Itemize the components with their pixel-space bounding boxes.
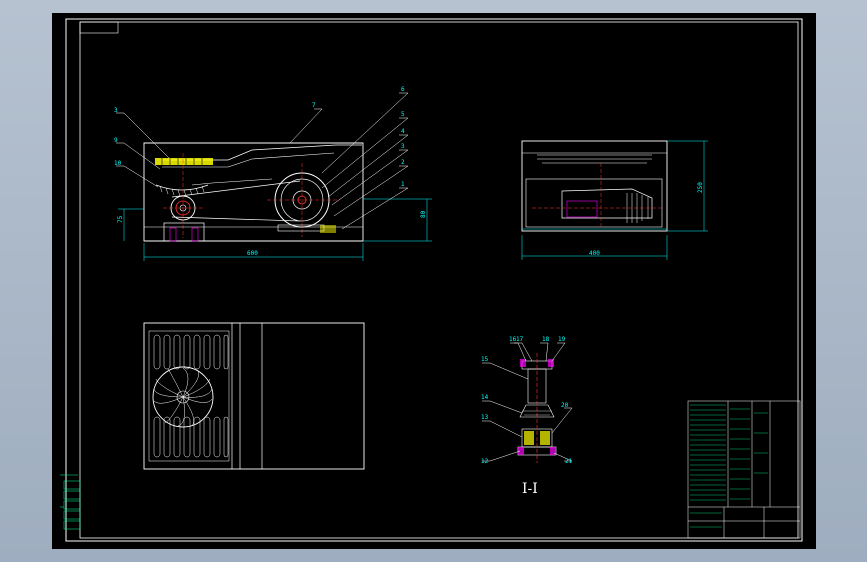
callout-2: 2: [401, 159, 405, 166]
callout-17: 17: [516, 336, 524, 343]
callout-18: 18: [542, 336, 550, 343]
cad-viewport[interactable]: 600 75 80 3 9 10 7 6 5 4 3 2 1: [52, 13, 816, 549]
section-title: I-I: [522, 481, 538, 497]
callout-3-left: 3: [114, 107, 118, 114]
drawing-sheet: 600 75 80 3 9 10 7 6 5 4 3 2 1: [60, 18, 803, 542]
callout-3-right: 3: [401, 143, 405, 150]
outer-frame: [65, 18, 803, 542]
revision-block: [60, 474, 81, 530]
callout-4: 4: [401, 128, 405, 135]
dim-side-height: 250: [697, 182, 704, 193]
callout-7: 7: [312, 102, 316, 109]
callout-6: 6: [401, 86, 405, 93]
callout-9: 9: [114, 137, 118, 144]
callout-13: 13: [481, 414, 489, 421]
front-view[interactable]: 600 75 80 3 9 10 7 6 5 4 3 2 1: [114, 86, 432, 261]
callout-15: 15: [481, 356, 489, 363]
callout-5: 5: [401, 111, 405, 118]
callout-14: 14: [481, 394, 489, 401]
yellow-component: [155, 158, 213, 165]
dim-front-right-height: 80: [420, 210, 427, 218]
callout-16: 16: [509, 336, 517, 343]
side-view[interactable]: 400 250: [521, 140, 708, 260]
callout-1: 1: [401, 181, 405, 188]
dim-side-width: 400: [589, 250, 600, 257]
parts-list-rows: [690, 404, 768, 528]
section-view[interactable]: 16 17 15 14 13 12 18 19 20 21 I-I: [481, 336, 573, 497]
callout-21: 21: [565, 458, 573, 465]
dim-front-width: 600: [247, 250, 258, 257]
callout-19: 19: [558, 336, 566, 343]
dim-front-left-height: 75: [117, 215, 124, 223]
callout-10: 10: [114, 160, 122, 167]
corner-box: [79, 21, 119, 34]
top-view[interactable]: [143, 322, 365, 470]
inner-frame: [79, 21, 799, 539]
callout-12: 12: [481, 458, 489, 465]
callout-20: 20: [561, 402, 569, 409]
title-block[interactable]: [687, 400, 801, 539]
